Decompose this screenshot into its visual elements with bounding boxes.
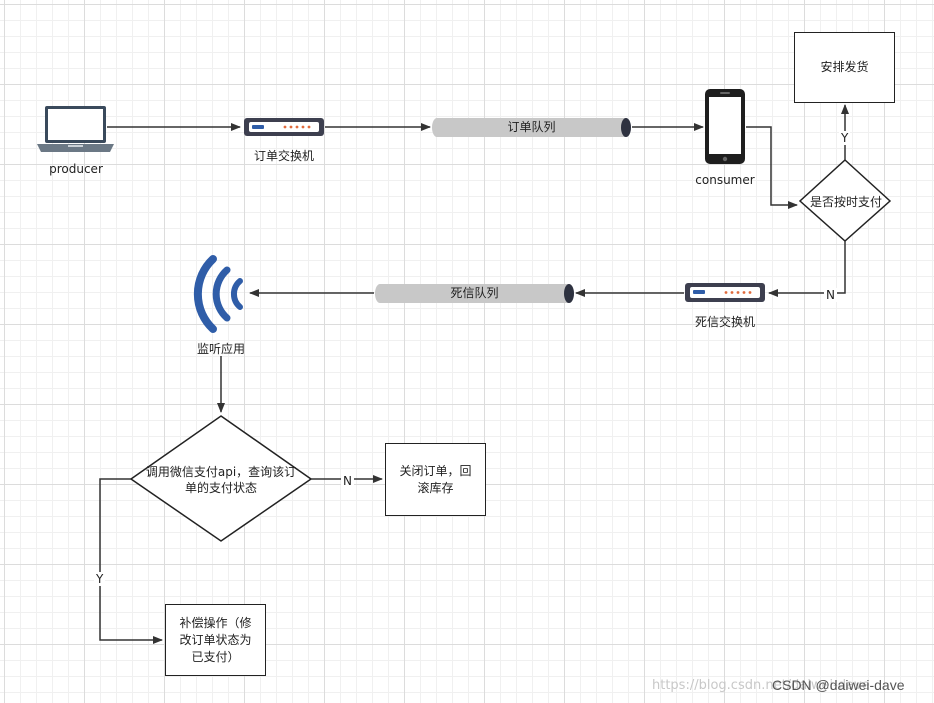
producer-label: producer <box>49 162 103 176</box>
compensate-box: 补偿操作（修改订单状态为已支付） <box>165 604 266 676</box>
order-exchange-label: 订单交换机 <box>253 149 314 163</box>
query-pay-text: 调用微信支付api，查询该订单的支付状态 <box>145 465 297 495</box>
faint-watermark: https://blog.csdn.net/daiwei-dave <box>652 678 870 693</box>
author-watermark: CSDN @daiwei-dave <box>772 677 905 693</box>
edge-decision-to-dlx <box>768 241 846 297</box>
edge-label-n-dead: N <box>824 288 837 302</box>
dead-queue-shape <box>375 284 574 303</box>
query-pay-diamond <box>129 415 313 542</box>
phone-icon <box>705 89 745 164</box>
edge-label-y-ship: Y <box>839 131 851 145</box>
listener-label: 监听应用 <box>196 342 245 356</box>
consumer-label: consumer <box>695 173 755 187</box>
router-icon <box>244 118 324 136</box>
order-queue-label: 订单队列 <box>507 120 556 134</box>
ship-box: 安排发货 <box>794 32 895 103</box>
laptop-icon <box>37 106 114 152</box>
edge-label-y-compensate: Y <box>94 572 106 586</box>
dead-router-icon <box>685 283 765 302</box>
dlx-label: 死信交换机 <box>694 315 755 329</box>
paid-on-time-text: 是否按时支付 <box>809 195 882 209</box>
edge-decision-to-compensate <box>99 478 163 644</box>
close-order-box: 关闭订单，回滚库存 <box>385 443 486 516</box>
edge-consumer-to-decision <box>746 126 798 209</box>
wifi-icon <box>193 255 243 333</box>
dead-queue-label: 死信队列 <box>450 286 499 300</box>
edge-label-n-close: N <box>341 474 354 488</box>
order-queue-shape <box>432 118 631 137</box>
